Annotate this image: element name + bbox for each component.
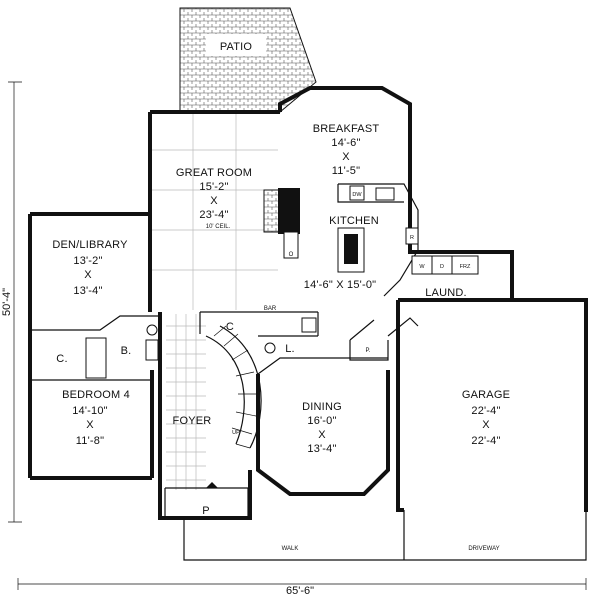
stair-up-label: UP: [232, 430, 240, 436]
laundry-fixtures: W D FRZ: [411, 255, 479, 275]
great-room-ceiling-note: 10' CEIL.: [206, 224, 231, 230]
bedroom4-size-2: 11'-8": [76, 435, 104, 447]
dimensions: 50'-4" 65'-6": [1, 81, 587, 597]
dining-size-x: X: [318, 429, 326, 441]
pantry-label: P.: [366, 348, 371, 354]
bedroom4-size-1: 14'-10": [72, 405, 108, 417]
foyer-label: FOYER: [173, 415, 212, 427]
fireplace: O: [263, 188, 300, 259]
oven-label: O: [289, 252, 294, 258]
dining-label: DINING: [302, 401, 342, 413]
walk-driveway: WALK DRIVEWAY: [183, 510, 587, 561]
depth-dimension: 50'-4": [1, 288, 13, 316]
breakfast-size-1: 14'-6": [331, 137, 360, 149]
bath-label: B.: [121, 345, 132, 357]
walls: [28, 86, 588, 520]
kitchen-size: 14'-6" X 15'-0": [304, 279, 377, 291]
patio: PATIO: [179, 7, 317, 113]
entry-marker: [206, 482, 218, 488]
breakfast-size-x: X: [342, 151, 350, 163]
dining-size-2: 13'-4": [307, 443, 336, 455]
garage-size-1: 22'-4": [471, 405, 500, 417]
kitchen-label: KITCHEN: [329, 215, 379, 227]
den-label: DEN/LIBRARY: [52, 239, 128, 251]
porch-label: P: [202, 505, 210, 517]
great-room-size-2: 23'-4": [199, 209, 228, 221]
bath-fixtures: [85, 317, 317, 379]
bedroom4-size-x: X: [86, 419, 94, 431]
dining-size-1: 16'-0": [307, 415, 336, 427]
width-dimension: 65'-6": [286, 585, 314, 597]
room-labels: BREAKFAST 14'-6" X 11'-5" GREAT ROOM 15'…: [52, 123, 510, 517]
linen-label: L.: [285, 343, 295, 355]
dryer-label: D: [440, 264, 444, 270]
garage-label: GARAGE: [462, 389, 510, 401]
freezer-label: FRZ: [460, 264, 471, 270]
den-size-2: 13'-4": [73, 285, 102, 297]
foyer-tiles: [166, 314, 206, 490]
great-room-label: GREAT ROOM: [176, 167, 252, 179]
patio-label: PATIO: [220, 41, 253, 53]
breakfast-size-2: 11'-5": [332, 165, 360, 177]
bar-label: BAR: [264, 306, 277, 312]
driveway-label: DRIVEWAY: [468, 546, 499, 552]
closet-label: C.: [56, 353, 67, 365]
coat-closet-label: C: [226, 321, 234, 333]
garage-size-2: 22'-4": [471, 435, 500, 447]
washer-label: W: [419, 264, 425, 270]
stair: UP: [205, 325, 262, 449]
dishwasher-label: DW: [352, 192, 362, 198]
den-size-x: X: [84, 269, 92, 281]
kitchen-fixtures: DW R: [337, 183, 419, 297]
garage-size-x: X: [482, 419, 490, 431]
great-room-size-1: 15'-2": [199, 181, 228, 193]
great-room-size-x: X: [210, 195, 218, 207]
den-size-1: 13'-2": [73, 255, 102, 267]
walk-label: WALK: [282, 546, 299, 552]
refrigerator-label: R: [410, 235, 414, 241]
breakfast-label: BREAKFAST: [313, 123, 380, 135]
great-room-grid: [152, 112, 278, 310]
laundry-label: LAUND.: [425, 287, 467, 299]
bedroom4-label: BEDROOM 4: [62, 389, 130, 401]
